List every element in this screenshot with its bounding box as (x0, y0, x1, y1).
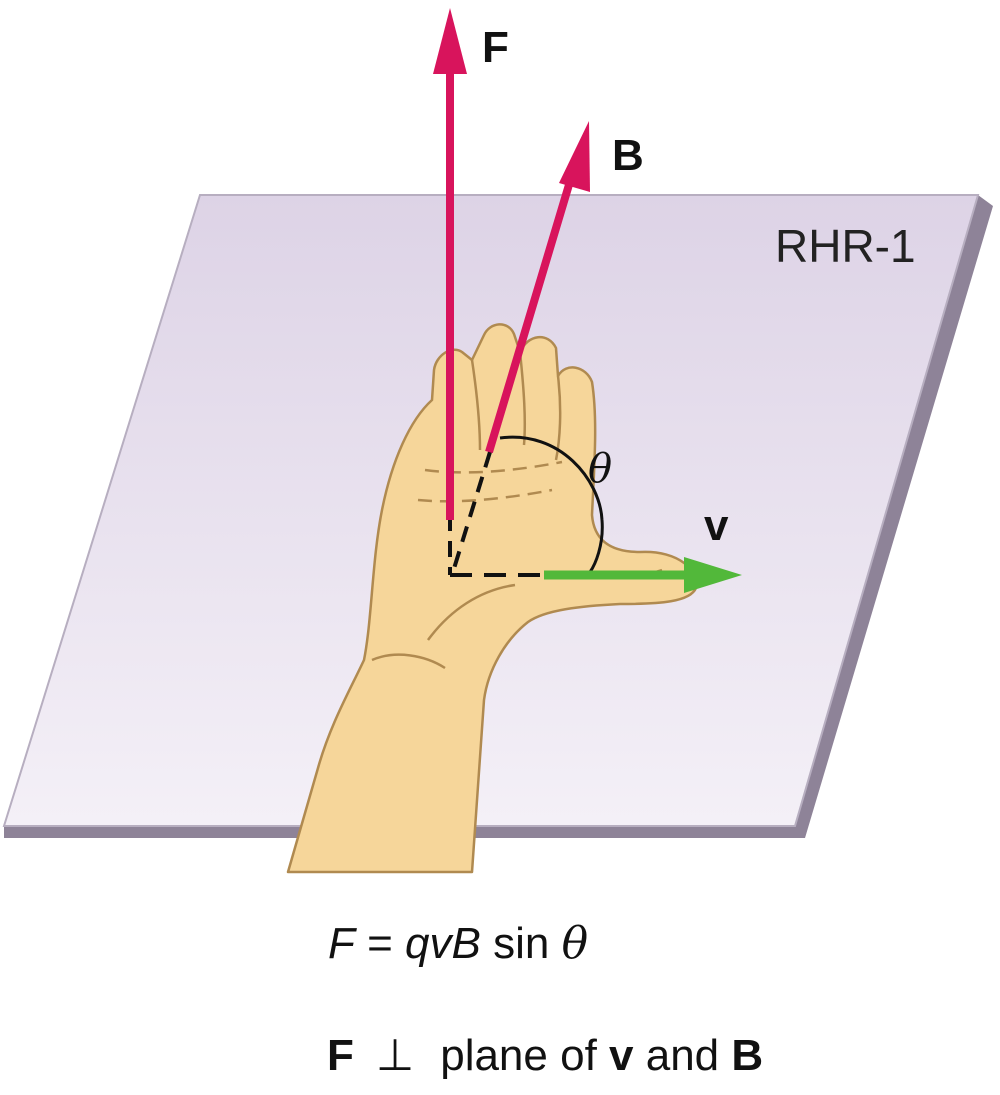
palm-crease-1 (424, 460, 563, 474)
force-label: F (482, 23, 509, 72)
velocity-vector (544, 557, 742, 593)
palm-crease-3 (426, 583, 516, 641)
wrist-crease (371, 653, 446, 670)
formula-sin: sin (480, 919, 562, 968)
field-arrowhead (559, 121, 590, 192)
field-vector (485, 121, 590, 454)
force-arrowhead (433, 8, 467, 74)
finger-line-3 (554, 375, 562, 461)
formula-equals: = (354, 919, 406, 968)
field-arrow-shaft (485, 176, 575, 454)
statement-v: v (609, 1031, 634, 1080)
formula-lhs: F (328, 919, 355, 968)
velocity-label: v (704, 501, 729, 550)
statement-and: and (633, 1031, 732, 1080)
theta-label: θ (588, 446, 612, 492)
velocity-arrowhead (684, 557, 742, 593)
palm-crease-2 (417, 488, 553, 503)
force-formula: F = qvB sin θ (328, 918, 588, 969)
statement-b: B (731, 1031, 764, 1080)
statement-plane-of: plane of (440, 1031, 610, 1080)
formula-qvb: qvB (405, 919, 481, 968)
dashed-guides (448, 451, 540, 577)
plane-label: RHR-1 (775, 220, 916, 272)
finger-line-1 (470, 359, 482, 451)
field-label: B (612, 131, 644, 180)
formula-theta: θ (561, 918, 589, 969)
force-vector (433, 8, 467, 520)
hand-palm-arm (286, 323, 698, 874)
perpendicular-statement: F ⊥ plane of v and B (327, 1030, 763, 1081)
statement-force: F (327, 1031, 354, 1080)
theta-arc (499, 435, 604, 573)
b-projection-line (450, 451, 492, 576)
perpendicular-symbol: ⊥ (375, 1031, 415, 1080)
